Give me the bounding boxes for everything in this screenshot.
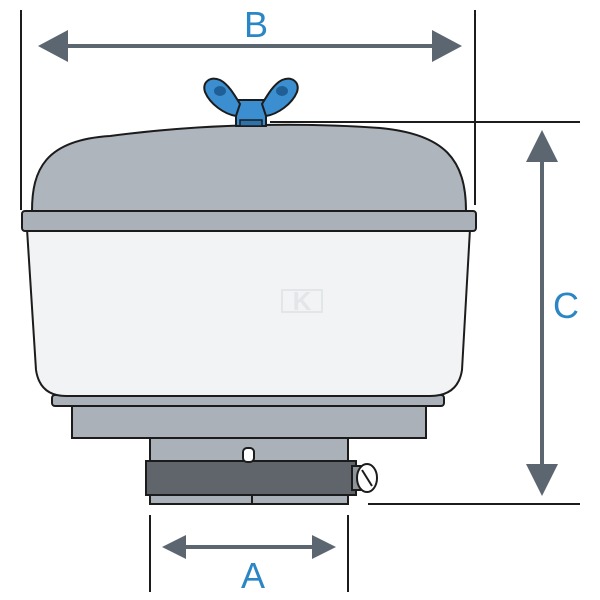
dimension-b: B: [20, 4, 476, 210]
dimension-a-arrowhead-left: [162, 535, 186, 559]
domed-cover: [30, 123, 468, 212]
dimension-b-arrowhead-right: [432, 30, 462, 62]
hose-clamp-band: [145, 460, 357, 496]
dimension-c-arrowhead-bottom: [526, 464, 558, 496]
dimension-a-label: A: [241, 555, 265, 596]
air-filter-body: K: [21, 77, 477, 505]
cover-rim: [21, 210, 477, 232]
dimension-a-arrowhead-right: [312, 535, 336, 559]
dimension-a: A: [149, 515, 349, 596]
dimension-c-arrowhead-top: [526, 130, 558, 162]
watermark-text: K: [293, 286, 312, 316]
base-collar: [71, 401, 427, 439]
filter-housing: [25, 228, 472, 397]
dimension-b-arrowhead-left: [38, 30, 68, 62]
dimension-c: C: [270, 121, 580, 505]
dimension-b-label: B: [244, 4, 268, 45]
wing-nut-icon: [203, 77, 299, 127]
hose-clamp-screw-icon: [351, 463, 378, 493]
dimension-c-label: C: [553, 285, 579, 326]
hose-clamp-slot: [242, 447, 255, 463]
watermark-logo-icon: K: [281, 286, 323, 316]
